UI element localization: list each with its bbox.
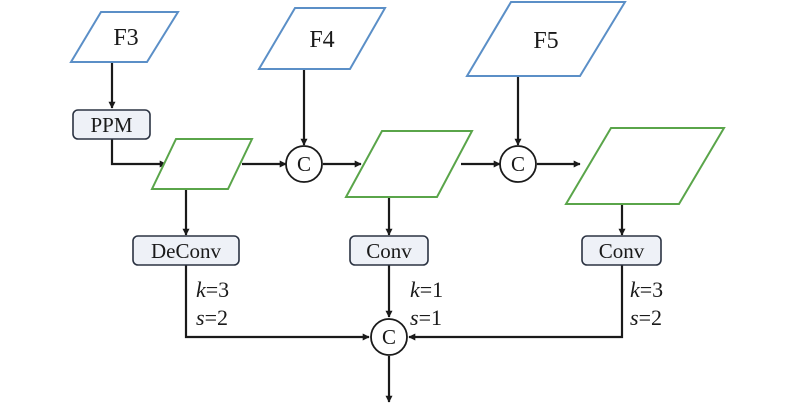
edge-ppm-feature1 xyxy=(110,139,167,168)
edge-conv-right-concat3 xyxy=(408,265,624,341)
deconv-label: DeConv xyxy=(151,239,221,263)
conv-right-label: Conv xyxy=(599,239,645,263)
concat-node-2-label: C xyxy=(511,152,525,176)
concat-node-3: C xyxy=(370,318,408,356)
concat-node-2: C xyxy=(499,145,537,183)
params-left: k=3 s=2 xyxy=(196,277,229,330)
input-f4: F4 xyxy=(257,7,387,70)
edge-deconv-concat3 xyxy=(184,265,370,341)
params-middle: k=1 s=1 xyxy=(410,277,443,330)
concat-node-3-label: C xyxy=(382,325,396,349)
params-middle-s: s=1 xyxy=(410,305,442,330)
ppm-block: PPM xyxy=(72,109,151,140)
input-f5: F5 xyxy=(465,0,627,77)
params-right-s: s=2 xyxy=(630,305,662,330)
input-f4-label: F4 xyxy=(309,27,334,53)
params-middle-k: k=1 xyxy=(410,277,443,302)
feature-map-2 xyxy=(344,130,474,198)
concat-node-1-label: C xyxy=(297,152,311,176)
input-f3: F3 xyxy=(69,11,180,63)
input-f3-label: F3 xyxy=(113,25,138,51)
params-left-s: s=2 xyxy=(196,305,228,330)
conv-right-block: Conv xyxy=(581,235,662,266)
params-right: k=3 s=2 xyxy=(630,277,663,330)
concat-node-1: C xyxy=(285,145,323,183)
feature-map-1 xyxy=(150,138,254,190)
conv-middle-block: Conv xyxy=(349,235,429,266)
deconv-block: DeConv xyxy=(132,235,240,266)
input-f5-label: F5 xyxy=(533,28,558,54)
ppm-label: PPM xyxy=(90,113,132,137)
feature-map-3 xyxy=(564,127,726,205)
params-left-k: k=3 xyxy=(196,277,229,302)
edges xyxy=(108,63,626,403)
conv-middle-label: Conv xyxy=(366,239,412,263)
params-right-k: k=3 xyxy=(630,277,663,302)
